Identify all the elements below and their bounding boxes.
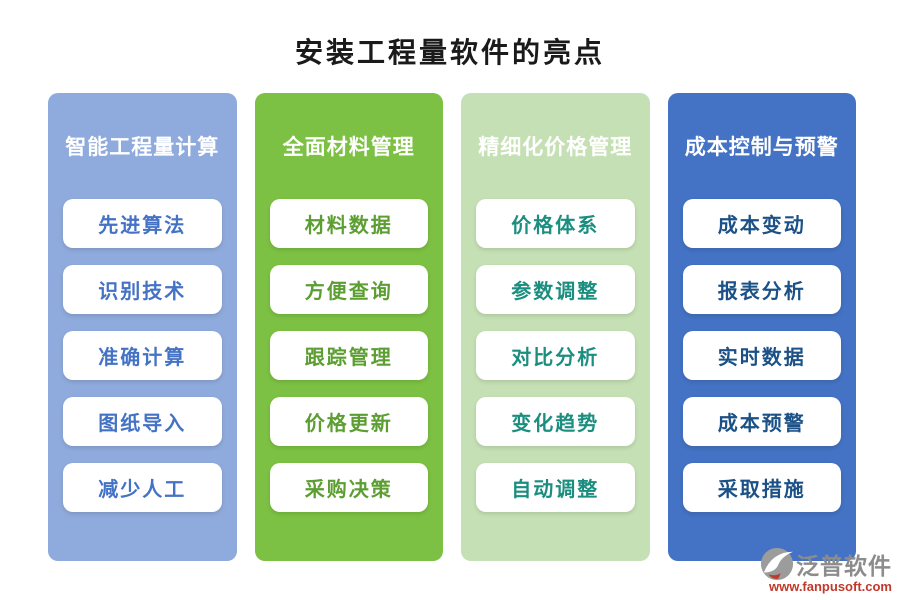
- feature-pill[interactable]: 准确计算: [63, 331, 222, 380]
- column-quantity-calculation: 智能工程量计算 先进算法 识别技术 准确计算 图纸导入 减少人工: [48, 93, 237, 561]
- column-cost-control: 成本控制与预警 成本变动 报表分析 实时数据 成本预警 采取措施: [667, 93, 856, 561]
- feature-pill[interactable]: 变化趋势: [476, 397, 635, 446]
- feature-pill[interactable]: 自动调整: [476, 463, 635, 512]
- feature-pill[interactable]: 材料数据: [269, 199, 428, 248]
- column-items: 成本变动 报表分析 实时数据 成本预警 采取措施: [682, 199, 841, 512]
- vendor-watermark: 泛普软件 www.fanpusoft.com: [742, 547, 892, 594]
- column-header: 智能工程量计算: [65, 136, 220, 159]
- feature-pill[interactable]: 识别技术: [63, 265, 222, 314]
- feature-pill[interactable]: 价格更新: [269, 397, 428, 446]
- feature-pill[interactable]: 参数调整: [476, 265, 635, 314]
- feature-pill[interactable]: 成本变动: [682, 199, 841, 248]
- column-header: 精细化价格管理: [478, 136, 633, 159]
- logo-text: 泛普软件: [796, 553, 892, 579]
- feature-pill[interactable]: 先进算法: [63, 199, 222, 248]
- feature-pill[interactable]: 图纸导入: [63, 397, 222, 446]
- column-header: 成本控制与预警: [684, 136, 839, 159]
- feature-pill[interactable]: 价格体系: [476, 199, 635, 248]
- column-items: 材料数据 方便查询 跟踪管理 价格更新 采购决策: [269, 199, 428, 512]
- page-title: 安装工程量软件的亮点: [294, 37, 605, 68]
- column-price-management: 精细化价格管理 价格体系 参数调整 对比分析 变化趋势 自动调整: [461, 93, 650, 561]
- feature-pill[interactable]: 采取措施: [682, 463, 841, 512]
- feature-pill[interactable]: 对比分析: [476, 331, 635, 380]
- fanpu-logo-icon: [760, 547, 794, 581]
- feature-pill[interactable]: 采购决策: [269, 463, 428, 512]
- feature-columns: 智能工程量计算 先进算法 识别技术 准确计算 图纸导入 减少人工 全面材料管理 …: [48, 93, 856, 561]
- feature-pill[interactable]: 减少人工: [63, 463, 222, 512]
- column-items: 价格体系 参数调整 对比分析 变化趋势 自动调整: [476, 199, 635, 512]
- column-material-management: 全面材料管理 材料数据 方便查询 跟踪管理 价格更新 采购决策: [254, 93, 443, 561]
- logo-url: www.fanpusoft.com: [768, 579, 892, 594]
- feature-pill[interactable]: 成本预警: [682, 397, 841, 446]
- column-header: 全面材料管理: [282, 136, 415, 159]
- feature-pill[interactable]: 跟踪管理: [269, 331, 428, 380]
- feature-pill[interactable]: 方便查询: [269, 265, 428, 314]
- feature-pill[interactable]: 报表分析: [682, 265, 841, 314]
- column-items: 先进算法 识别技术 准确计算 图纸导入 减少人工: [63, 199, 222, 512]
- feature-pill[interactable]: 实时数据: [682, 331, 841, 380]
